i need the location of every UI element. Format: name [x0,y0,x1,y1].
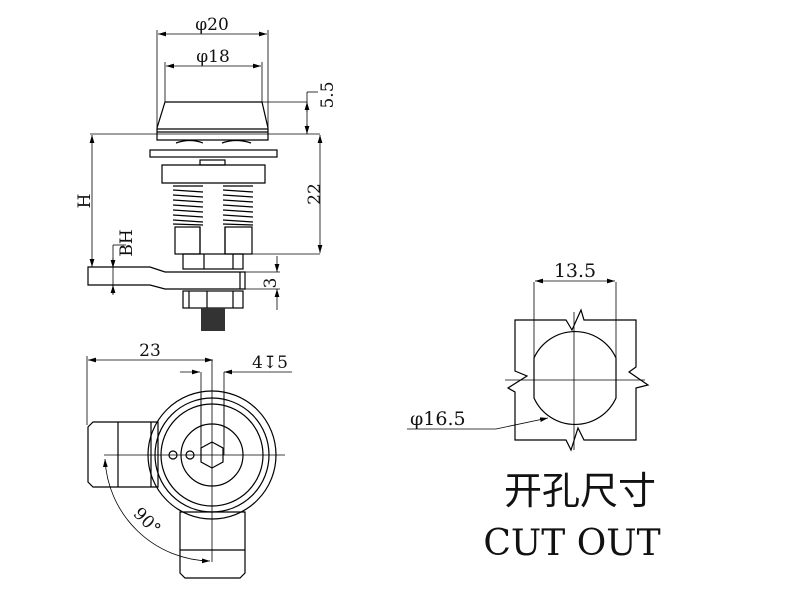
shaft [182,253,244,270]
dim-body-length: 22 [305,183,325,205]
lower-nut [182,290,244,309]
panel-nut [161,164,266,184]
springs [172,185,254,226]
washer [149,149,278,158]
dim-flat-width: 13.5 [554,260,596,282]
side-view: φ20 φ18 5.5 H 22 [75,15,338,331]
dim-h: H [75,194,95,209]
dim-cap-height: 5.5 [318,81,338,108]
cutout-view: 13.5 φ16.5 开孔尺寸 CUT OUT [407,260,661,564]
cam-left-position [87,421,159,488]
cutout-title-cn: 开孔尺寸 [504,469,656,513]
dim-inner-diameter: φ18 [196,47,230,67]
dim-outer-diameter: φ20 [195,15,229,35]
dim-cutout-diameter: φ16.5 [410,408,466,430]
dim-rotation: 90° [129,504,164,539]
cam-bottom-position [179,511,246,579]
cutout-title-en: CUT OUT [483,523,660,564]
dim-cam-thickness: 3 [261,278,281,289]
cutout-hole [533,331,617,425]
screw-thread [201,308,225,331]
bottom-view: 23 4↧5 90° [86,341,292,579]
dim-bh: BH [117,229,137,256]
cutout-panel [506,308,650,452]
dim-cam-length: 23 [139,341,161,361]
dim-slot: 4↧5 [252,353,288,373]
cam [87,266,246,290]
